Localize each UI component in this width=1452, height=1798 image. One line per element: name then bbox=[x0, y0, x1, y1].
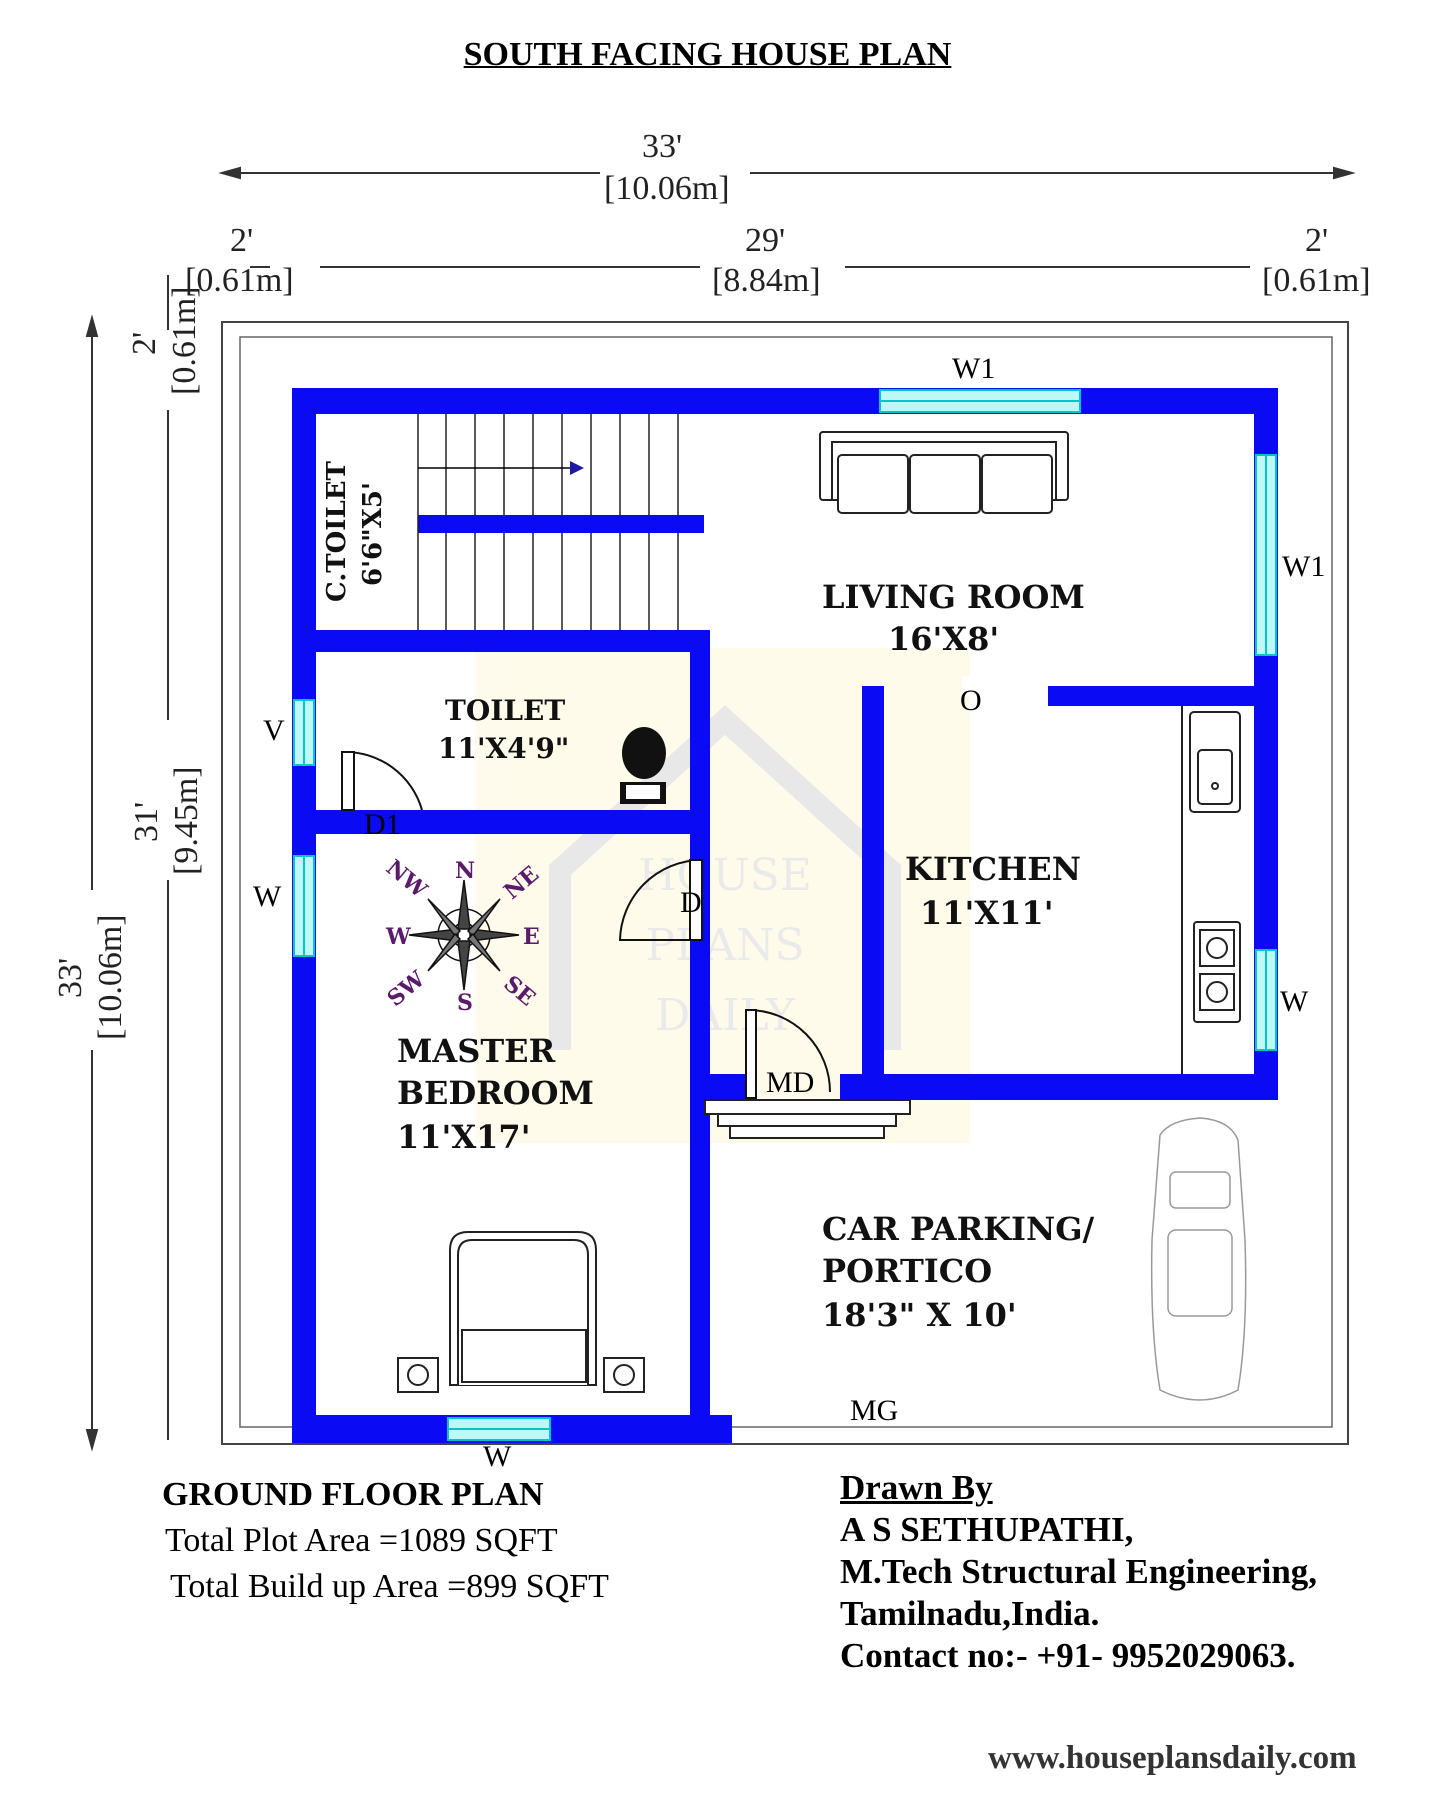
plot-boundary-outer bbox=[221, 321, 1349, 1445]
kitchen-counter bbox=[1181, 706, 1241, 1074]
window-w1-right-label: W1 bbox=[1282, 550, 1326, 583]
right-setback-ft: 2' bbox=[1305, 222, 1329, 259]
top-setback-m: [0.61m] bbox=[166, 286, 203, 395]
compass-s: S bbox=[457, 990, 473, 1016]
author-qualification: M.Tech Structural Engineering, bbox=[840, 1552, 1318, 1591]
wall-kitchen-left bbox=[862, 686, 884, 1098]
doors bbox=[341, 676, 1040, 1099]
watermark-line1: HOUSE bbox=[638, 850, 812, 901]
inner-width-ft: 29' bbox=[745, 222, 786, 259]
inner-depth-m: [9.45m] bbox=[168, 766, 205, 875]
dimension-lines bbox=[85, 166, 1356, 1452]
wall-kitchen-top bbox=[1048, 686, 1278, 706]
inner-width-m: [8.84m] bbox=[712, 262, 821, 299]
drawn-by-label: Drawn By bbox=[840, 1468, 993, 1507]
toilet-size: 11'X4'9" bbox=[438, 732, 570, 765]
stair-mid-wall bbox=[418, 515, 704, 533]
living-room-name: LIVING ROOM bbox=[822, 578, 1085, 616]
overall-depth-m: [10.06m] bbox=[92, 914, 129, 1040]
staircase bbox=[417, 414, 679, 630]
master-bedroom-name-1: MASTER bbox=[397, 1032, 556, 1070]
watermark-line2: PLANS bbox=[645, 920, 804, 971]
door-d1-label: D1 bbox=[364, 808, 401, 841]
total-plot-area: Total Plot Area =1089 SQFT bbox=[165, 1522, 558, 1559]
car-parking-name-2: PORTICO bbox=[822, 1252, 993, 1290]
c-toilet-size: 6'6"X5' bbox=[358, 482, 388, 586]
living-room-size: 16'X8' bbox=[888, 620, 1000, 658]
door-d-label: D bbox=[680, 886, 702, 919]
wall-md-right bbox=[840, 1074, 870, 1100]
author-location: Tamilnadu,India. bbox=[840, 1594, 1100, 1633]
compass-e: E bbox=[523, 924, 540, 950]
sofa-icon bbox=[819, 431, 1069, 514]
author-contact: Contact no:- +91- 9952029063. bbox=[840, 1636, 1296, 1675]
entrance-steps bbox=[704, 1099, 911, 1139]
overall-width-ft: 33' bbox=[642, 128, 683, 165]
left-setback-m: [0.61m] bbox=[185, 262, 294, 299]
kitchen-size: 11'X11' bbox=[920, 894, 1054, 932]
wall-top bbox=[292, 388, 1278, 414]
window-w-bottom-label: W bbox=[483, 1440, 512, 1473]
toilet-fixture-icon bbox=[620, 727, 666, 804]
windows bbox=[293, 389, 1277, 1441]
page-title: SOUTH FACING HOUSE PLAN bbox=[463, 36, 952, 73]
window-w1-top-label: W1 bbox=[952, 352, 996, 385]
wall-md-left bbox=[710, 1074, 746, 1100]
toilet-name: TOILET bbox=[445, 694, 566, 727]
left-setback-ft: 2' bbox=[230, 222, 254, 259]
author-name: A S SETHUPATHI, bbox=[840, 1510, 1134, 1549]
wall-toilet-bedroom-right bbox=[690, 630, 710, 1415]
kitchen-name: KITCHEN bbox=[905, 850, 1081, 888]
wall-kitchen-bottom bbox=[862, 1074, 1278, 1100]
main-door-md-label: MD bbox=[766, 1066, 815, 1099]
vent-v-label: V bbox=[263, 714, 285, 747]
right-setback-m: [0.61m] bbox=[1262, 262, 1371, 299]
main-gate-mg-label: MG bbox=[850, 1394, 899, 1427]
total-build-area: Total Build up Area =899 SQFT bbox=[170, 1568, 609, 1605]
compass-n: N bbox=[455, 858, 476, 884]
overall-depth-ft: 33' bbox=[52, 957, 89, 998]
compass-icon bbox=[408, 879, 520, 991]
ground-floor-plan-heading: GROUND FLOOR PLAN bbox=[162, 1476, 544, 1513]
watermark-line3: DAILY bbox=[655, 990, 796, 1041]
plot-boundary-inner bbox=[239, 336, 1333, 1428]
overall-width-m: [10.06m] bbox=[604, 170, 730, 207]
wall-bottom-stub bbox=[710, 1425, 732, 1443]
compass-w: W bbox=[386, 924, 411, 950]
c-toilet-name: C.TOILET bbox=[322, 461, 352, 602]
website-link[interactable]: www.houseplansdaily.com bbox=[988, 1740, 1357, 1776]
car-parking-size: 18'3" X 10' bbox=[822, 1296, 1017, 1334]
car-parking-name-1: CAR PARKING/ bbox=[822, 1210, 1095, 1248]
master-bedroom-name-2: BEDROOM bbox=[397, 1074, 594, 1112]
bed-icon bbox=[397, 1231, 645, 1393]
window-w-right-label: W bbox=[1280, 985, 1309, 1018]
stair-arrow-icon bbox=[570, 461, 584, 475]
wall-stair-bottom bbox=[292, 630, 702, 652]
top-setback-ft: 2' bbox=[126, 331, 163, 355]
inner-depth-ft: 31' bbox=[128, 801, 165, 842]
window-w-left-label: W bbox=[253, 880, 282, 913]
watermark: HOUSE PLANS DAILY bbox=[475, 648, 970, 1143]
car-icon bbox=[1150, 1117, 1247, 1401]
opening-o-label: O bbox=[960, 684, 982, 717]
wall-toilet-bottom bbox=[292, 810, 710, 834]
master-bedroom-size: 11'X17' bbox=[397, 1118, 531, 1156]
